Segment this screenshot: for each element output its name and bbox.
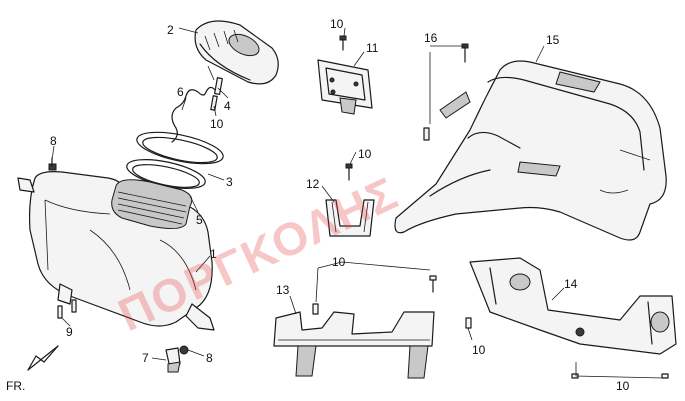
- callout-10-mount: 10: [332, 255, 346, 269]
- bolt-10-bracket: [339, 35, 347, 51]
- callout-10-clip: 10: [358, 147, 372, 161]
- callout-8-bottom: 8: [206, 351, 213, 365]
- callout-10-skid-bottom: 10: [616, 379, 630, 393]
- callout-3: 3: [226, 175, 233, 189]
- callout-9: 9: [66, 325, 73, 339]
- leader-lines: [51, 27, 665, 379]
- front-marker-label: FR.: [6, 379, 25, 393]
- bolt-8-bottom: [179, 345, 189, 355]
- bolt-8-top: [48, 157, 57, 171]
- callout-6: 6: [177, 85, 184, 99]
- bolt-10-clip: [345, 163, 353, 181]
- callout-14: 14: [564, 277, 578, 291]
- mount-bracket-13: [273, 311, 435, 379]
- bolts-10-mount: [312, 275, 437, 315]
- callout-10-cap: 10: [210, 117, 224, 131]
- callout-labels: 2 4 10 6 3 5 1 8 9 7 8 10 11 10 12 10 13…: [6, 17, 630, 393]
- front-direction-arrow-icon: [27, 345, 59, 371]
- callout-10-skid-left: 10: [472, 343, 486, 357]
- clip-pin: [210, 77, 223, 111]
- tether-cable: [175, 86, 216, 109]
- callout-15: 15: [546, 33, 560, 47]
- callout-1: 1: [210, 247, 217, 261]
- fuel-cap: [194, 20, 279, 85]
- callout-7: 7: [142, 351, 149, 365]
- callout-8-top: 8: [50, 134, 57, 148]
- clip-bracket-12: [325, 199, 375, 237]
- valve-7: [165, 347, 181, 373]
- bracket-11: [317, 59, 373, 115]
- cover-15: [394, 60, 667, 241]
- callout-16: 16: [424, 31, 438, 45]
- screws-9: [57, 299, 77, 319]
- callout-13: 13: [276, 283, 290, 297]
- callout-12: 12: [306, 177, 320, 191]
- callout-4: 4: [224, 99, 231, 113]
- callout-2: 2: [167, 23, 174, 37]
- callout-5: 5: [196, 213, 203, 227]
- bolts-16: [423, 43, 469, 141]
- callout-10-bracket: 10: [330, 17, 344, 31]
- fuel-tank: [17, 171, 215, 331]
- callout-11: 11: [366, 41, 379, 55]
- skid-plate-14: [469, 257, 677, 355]
